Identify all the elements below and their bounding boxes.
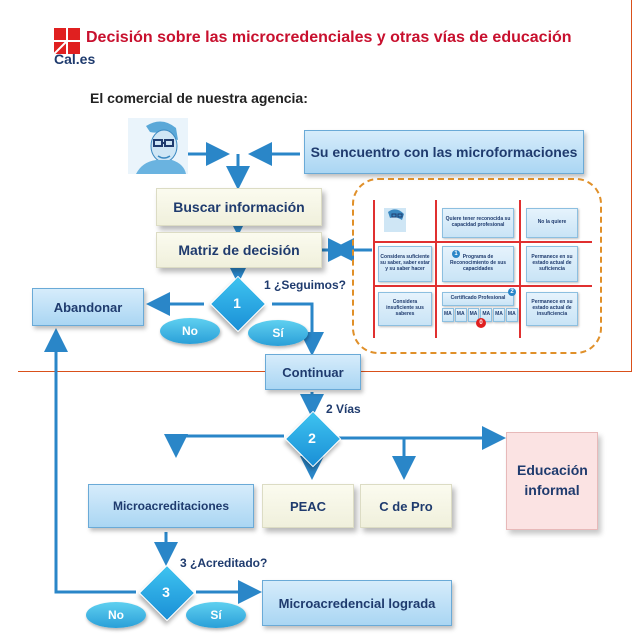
decision-matrix-panel [352, 178, 602, 354]
matriz-decision-box[interactable]: Matriz de decisión [156, 232, 322, 268]
educacion-informal-label: Educación informal [517, 462, 588, 498]
matrix-row-2-right: Permanece en su estado actual de insufic… [526, 292, 578, 326]
cdepro-box[interactable]: C de Pro [360, 484, 452, 528]
buscar-info-label: Buscar información [173, 199, 305, 215]
decision-1-number: 1 [233, 295, 241, 311]
decision-3-yes[interactable]: Sí [186, 602, 246, 628]
continuar-label: Continuar [282, 364, 344, 380]
matrix-ma-cell: MA [493, 308, 505, 322]
encuentro-label: Su encuentro con las microformaciones [310, 144, 578, 160]
matrix-ma-strip: MA MA MA MA MA MA [442, 308, 518, 322]
matrix-ma-cell: MA [442, 308, 454, 322]
microacredencial-lograda-box[interactable]: Microacredencial lograda [262, 580, 452, 626]
microacreditaciones-label: Microacreditaciones [112, 499, 230, 513]
matrix-ma-cell: MA [467, 308, 480, 322]
abandonar-box[interactable]: Abandonar [32, 288, 144, 326]
decision-3-no[interactable]: No [86, 602, 146, 628]
matrix-row-2-label: Considera insuficiente sus saberes [378, 292, 432, 326]
matrix-marker: 0 [476, 318, 486, 328]
educacion-informal-box[interactable]: Educación informal [506, 432, 598, 530]
matrix-ma-cell: MA [480, 308, 493, 322]
decision-1-yes[interactable]: Sí [248, 320, 308, 346]
matrix-row-1-right: Permanece en su estado actual de suficie… [526, 246, 578, 282]
cdepro-label: C de Pro [379, 498, 433, 514]
continuar-box[interactable]: Continuar [265, 354, 361, 390]
matrix-ma-cell: MA [454, 308, 467, 322]
decision-3-number: 3 [162, 584, 170, 600]
abandonar-label: Abandonar [53, 299, 123, 315]
decision-1-question: 1 ¿Seguimos? [264, 278, 347, 292]
logo-icon [54, 28, 80, 54]
matriz-decision-label: Matriz de decisión [178, 242, 300, 258]
matrix-row-1-badge: 1 [452, 250, 460, 258]
matrix-row-2-mid-label: Certificado Profesional [450, 295, 506, 302]
matrix-ma-cell: MA [505, 308, 518, 322]
matrix-row-1-mid-label: Programa de Reconocimiento de sus capaci… [449, 254, 507, 272]
decision-1-no[interactable]: No [160, 318, 220, 344]
matrix-row-1-label: Considera suficiente su saber, saber est… [378, 246, 432, 282]
page-title: Decisión sobre las microcredenciales y o… [86, 29, 572, 46]
matrix-col-header-wants: Quiere tener reconocida su capacidad pro… [442, 208, 514, 238]
microacreditaciones-box[interactable]: Microacreditaciones [88, 484, 254, 528]
peac-box[interactable]: PEAC [262, 484, 354, 528]
decision-2-question: 2 Vías [326, 402, 361, 416]
matrix-col-header-no: No la quiere [526, 208, 578, 238]
person-avatar-icon [128, 118, 188, 174]
page-subtitle: El comercial de nuestra agencia: [90, 90, 308, 106]
microacredencial-lograda-label: Microacredencial lograda [278, 595, 436, 611]
encuentro-box[interactable]: Su encuentro con las microformaciones [304, 130, 584, 174]
decision-3-question: 3 ¿Acreditado? [180, 556, 268, 570]
peac-label: PEAC [289, 498, 327, 514]
buscar-info-box[interactable]: Buscar información [156, 188, 322, 226]
matrix-row-2-mid: Certificado Profesional [442, 292, 514, 306]
brand-name: Cal.es [54, 51, 96, 67]
decision-2-number: 2 [308, 430, 316, 446]
matrix-row-2-badge: 2 [508, 288, 516, 296]
